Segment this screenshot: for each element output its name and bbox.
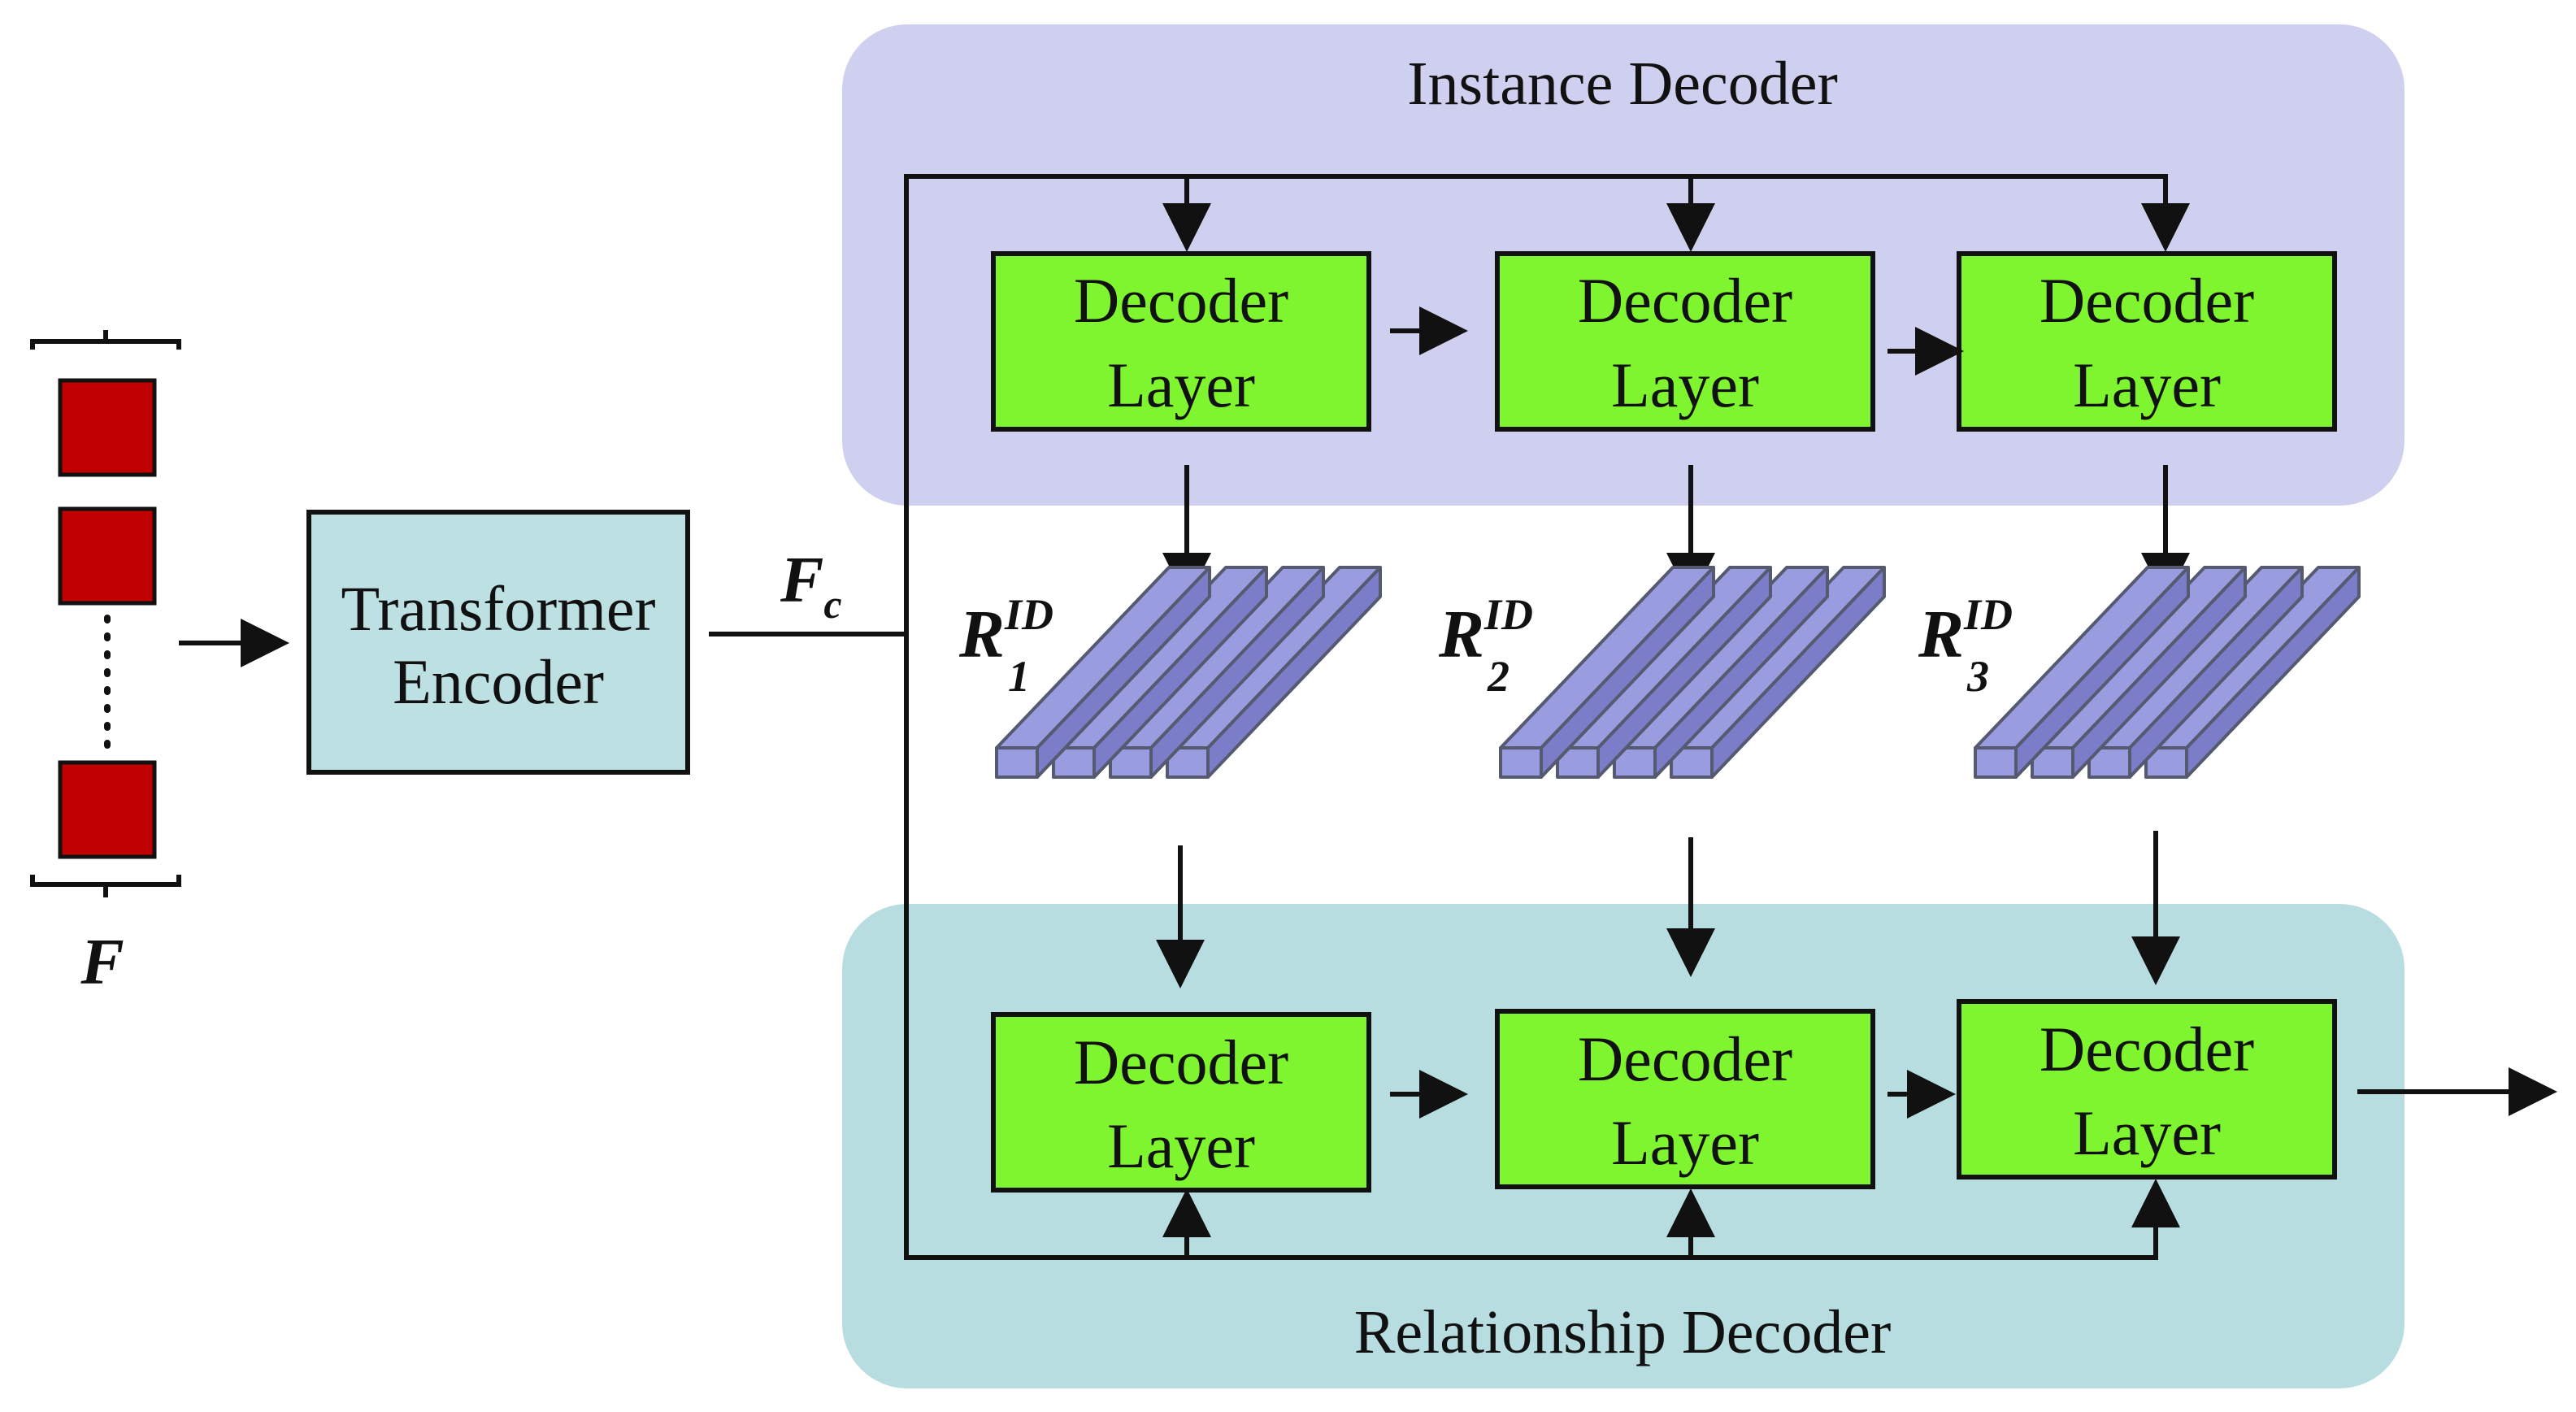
transformer-encoder-box (306, 510, 690, 775)
relationship-decoder-layer-1[interactable]: Decoder Layer (991, 1012, 1371, 1193)
relationship-decoder-title: Relationship Decoder (1354, 1298, 1892, 1366)
layer-label-line1: Decoder (2040, 265, 2254, 336)
instance-decoder-layer-1[interactable]: Decoder Layer (991, 251, 1371, 432)
transformer-encoder-label-line1: Transformer (341, 573, 655, 644)
representation-tensor-3 (1974, 566, 2361, 779)
representation-tensors (995, 566, 2361, 779)
tensor-bar-face (995, 746, 1039, 779)
tensor-bar-face (1613, 746, 1657, 779)
layer-label-line2: Layer (1107, 350, 1255, 420)
fc-label: Fc (780, 545, 842, 627)
input-sequence: F (30, 330, 181, 998)
tensor-bar-face (2087, 746, 2131, 779)
tensor-bar-face (1166, 746, 1210, 779)
representation-tensor-2 (1499, 566, 1886, 779)
fc-subscript: c (823, 581, 841, 627)
layer-label-line2: Layer (2073, 350, 2221, 420)
tensor-bar-face (2031, 746, 2074, 779)
input-token (58, 760, 157, 859)
instance-decoder-title: Instance Decoder (1407, 50, 1838, 118)
representation-tensor-1 (995, 566, 1382, 779)
relationship-decoder-layer-2[interactable]: Decoder Layer (1495, 1009, 1875, 1189)
layer-label-line1: Decoder (1074, 1027, 1288, 1097)
tensor-bar-face (1556, 746, 1600, 779)
layer-label-line2: Layer (1611, 1107, 1759, 1178)
instance-decoder-layer-3[interactable]: Decoder Layer (1957, 251, 2337, 432)
layer-label-line1: Decoder (1074, 265, 1288, 336)
input-token (58, 378, 157, 477)
tensor-bar-face (1974, 746, 2018, 779)
bottom-bracket (30, 875, 181, 897)
layer-label-line1: Decoder (2040, 1014, 2254, 1084)
tensor-bar-face (2144, 746, 2188, 779)
tensor-bar-face (1052, 746, 1096, 779)
layer-label-line2: Layer (1107, 1110, 1255, 1181)
input-token (58, 506, 157, 606)
tensor-bar-face (1109, 746, 1153, 779)
transformer-encoder-label-line2: Encoder (393, 646, 604, 717)
instance-decoder-layer-2[interactable]: Decoder Layer (1495, 251, 1875, 432)
top-bracket (30, 330, 181, 350)
layer-label-line2: Layer (1611, 350, 1759, 420)
layer-label-line2: Layer (2073, 1097, 2221, 1168)
layer-label-line1: Decoder (1578, 1023, 1792, 1094)
fc-base: F (780, 545, 823, 616)
transformer-encoder[interactable]: Transformer Encoder (306, 510, 690, 775)
tensor-bar-face (1670, 746, 1714, 779)
relationship-decoder-layer-3[interactable]: Decoder Layer (1957, 999, 2337, 1180)
layer-label-line1: Decoder (1578, 265, 1792, 336)
input-label: F (80, 927, 124, 998)
tensor-bar-face (1499, 746, 1543, 779)
